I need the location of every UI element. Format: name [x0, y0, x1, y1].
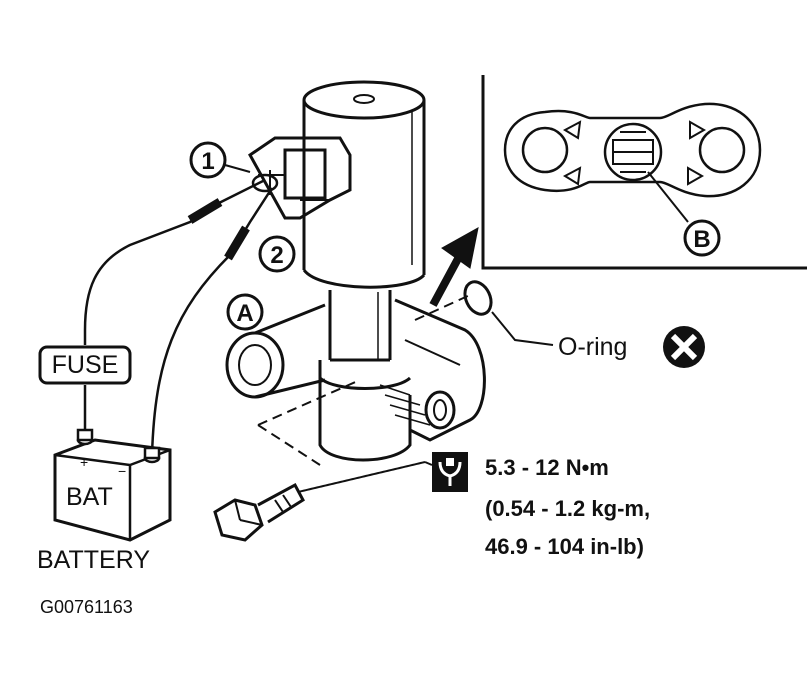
wires [83, 178, 274, 456]
fuse-label: FUSE [52, 351, 119, 379]
callout-2: 2 [258, 235, 296, 273]
oring: O-ring [463, 280, 627, 361]
callout-a: A [226, 293, 264, 331]
callout-b-label: B [693, 226, 710, 253]
battery: + − BAT [53, 428, 172, 542]
callout-1-label: 1 [201, 148, 214, 175]
inset-panel [481, 75, 807, 270]
battery-label: BATTERY [37, 546, 150, 574]
battery-minus: − [118, 463, 126, 479]
callout-1: 1 [189, 141, 251, 179]
x-circle-icon [663, 326, 705, 368]
torque-line-3: 46.9 - 104 in-lb) [485, 534, 644, 559]
connector [248, 136, 352, 220]
battery-box-label: BAT [66, 483, 113, 511]
callout-b: B [683, 219, 721, 257]
direction-arrow [429, 227, 479, 307]
valve-body [225, 80, 486, 466]
callout-a-label: A [236, 300, 253, 327]
battery-plus: + [80, 454, 88, 470]
oring-label: O-ring [558, 333, 627, 361]
torque-wrench-icon [432, 452, 468, 492]
fuse: FUSE [38, 345, 132, 385]
callout-2-label: 2 [270, 242, 283, 269]
torque-line-2: (0.54 - 1.2 kg-m, [485, 496, 650, 521]
torque-line-1: 5.3 - 12 N•m [485, 455, 609, 480]
bolt [213, 461, 426, 542]
figure-id: G00761163 [40, 597, 133, 617]
